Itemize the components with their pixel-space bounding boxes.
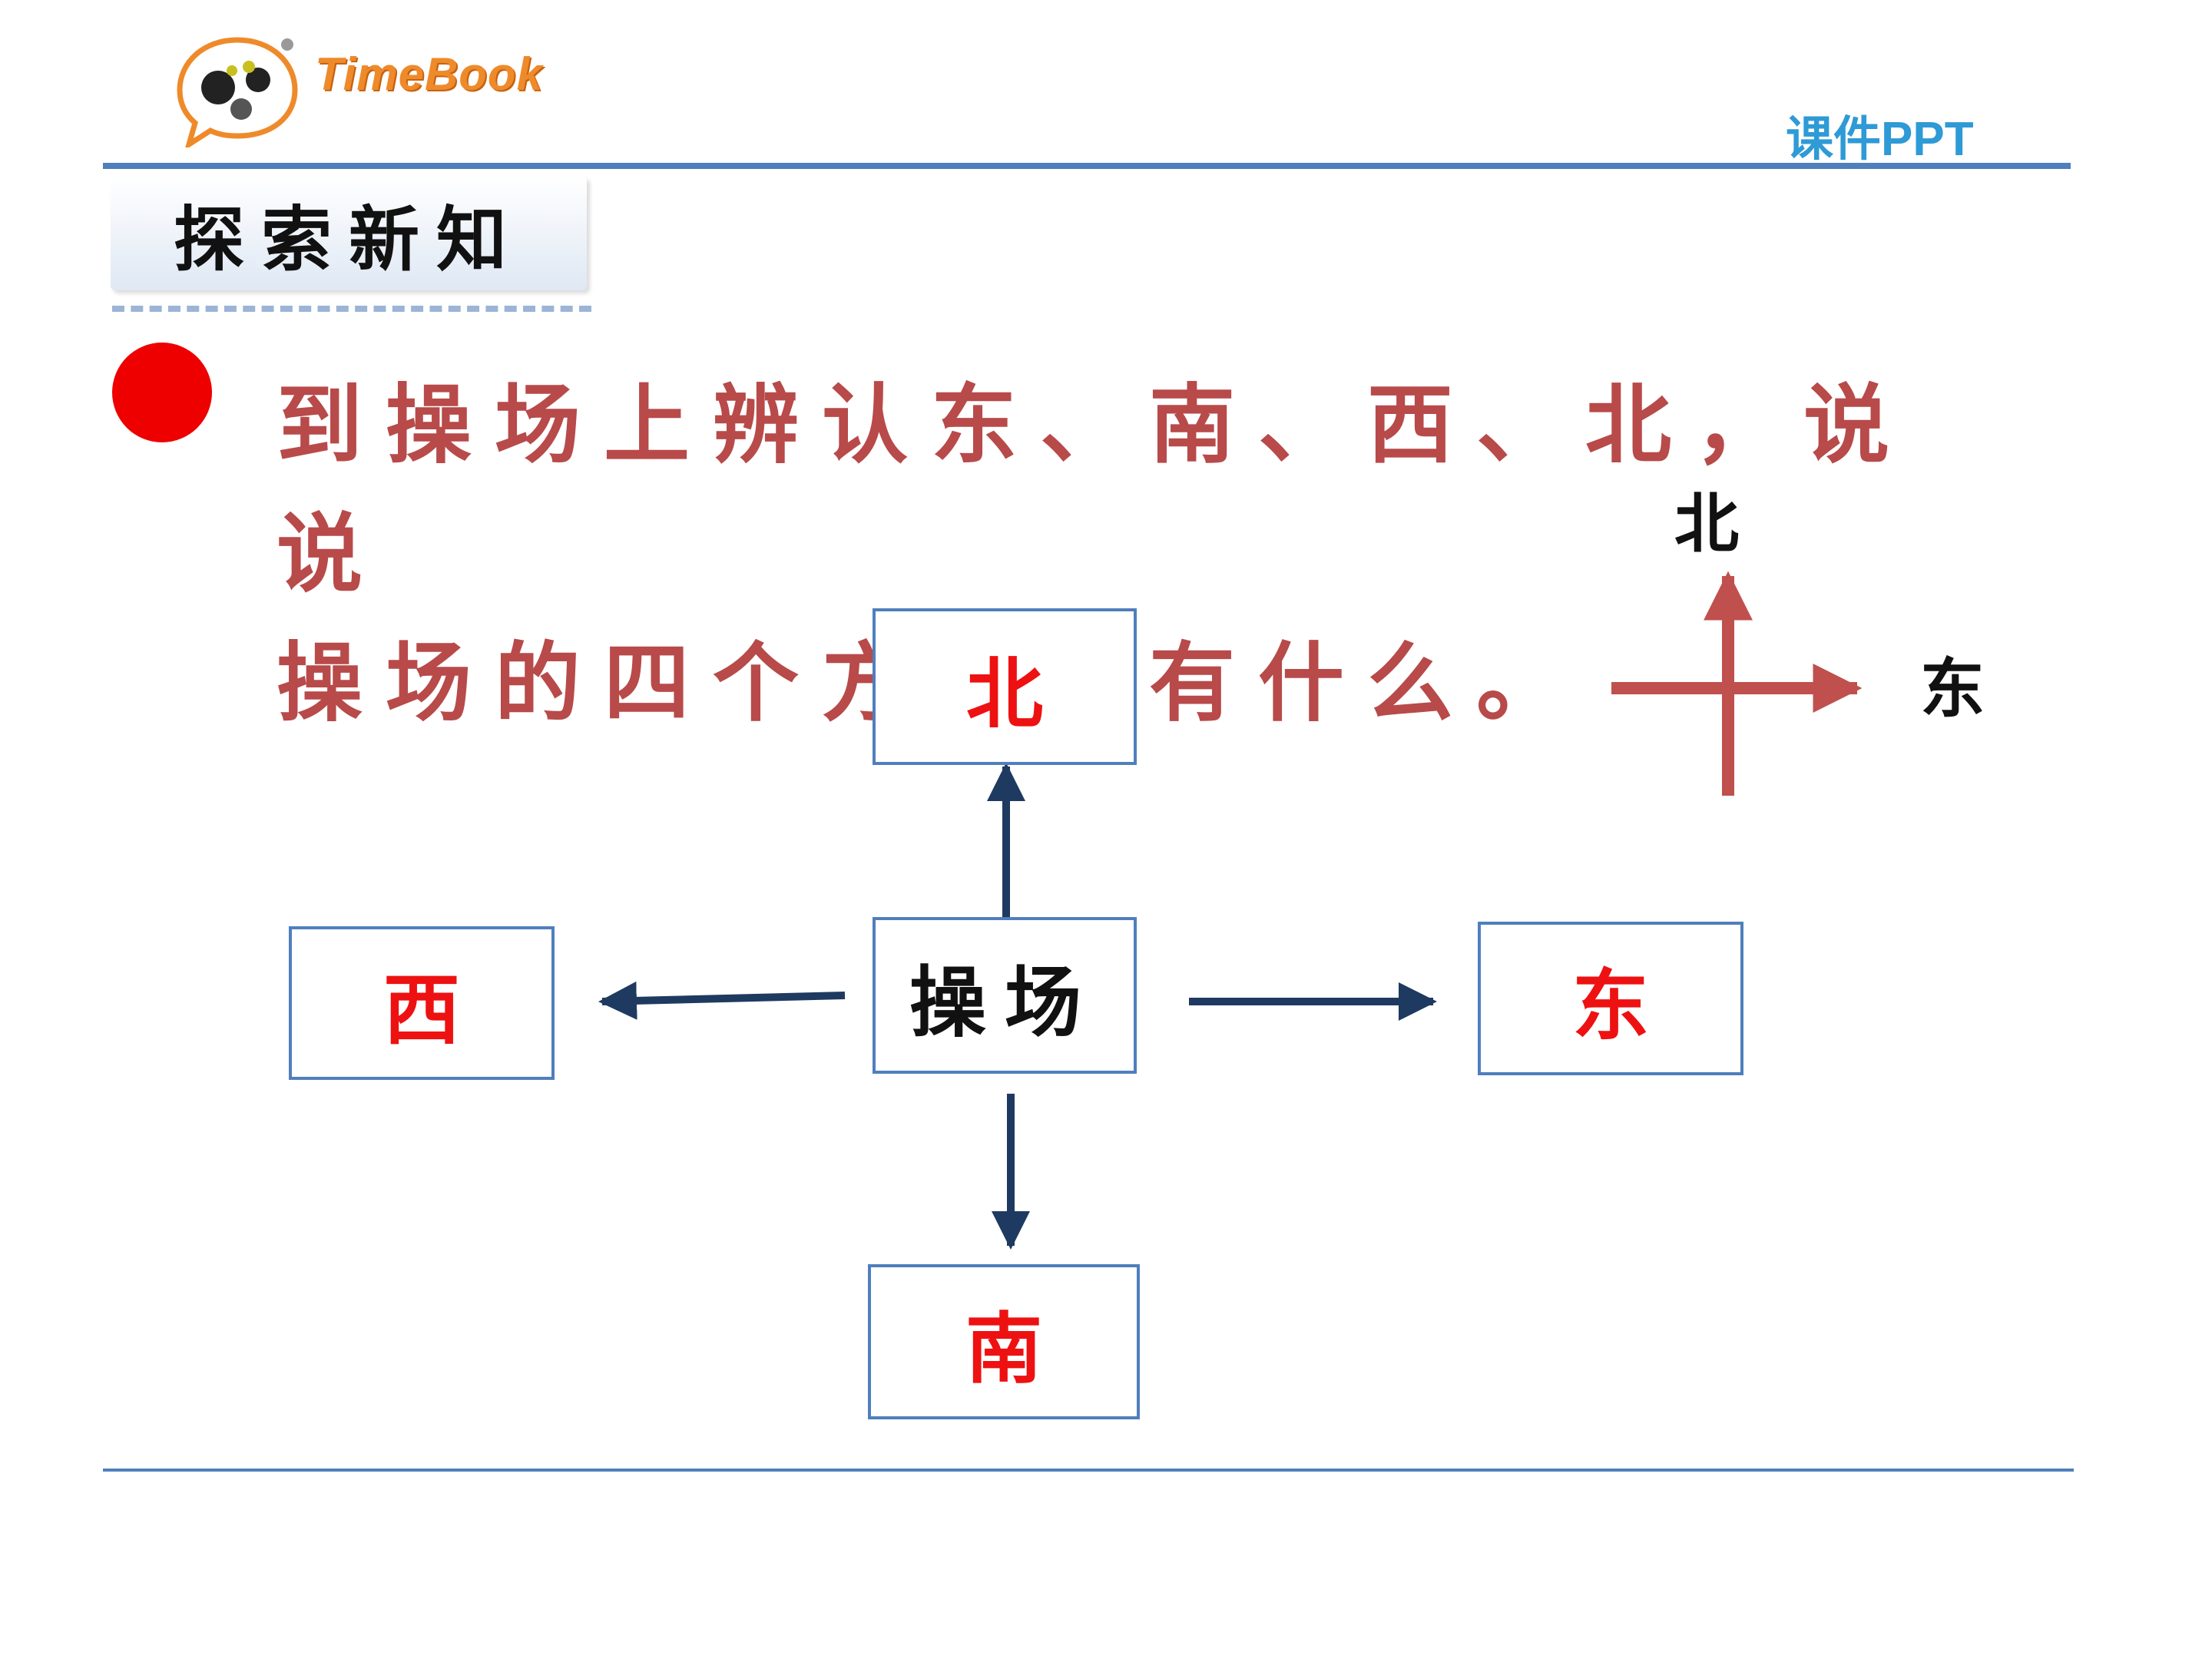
west-box: 西 <box>289 926 555 1080</box>
compass-north-label: 北 <box>1674 485 1740 561</box>
header-divider <box>103 163 2071 169</box>
timebook-logo-icon <box>177 37 298 147</box>
red-bullet-icon <box>112 343 212 442</box>
ppt-label: 课件PPT <box>1786 113 1974 166</box>
east-box: 东 <box>1478 922 1743 1075</box>
section-tab: 探索新知 <box>111 177 587 290</box>
question-prompt: 到操场上辨认东、南、西、北，说说 操场的四个方向各有什么。 <box>276 361 2012 748</box>
center-box-playground: 操场 <box>873 917 1137 1074</box>
north-box: 北 <box>873 608 1137 765</box>
south-box: 南 <box>868 1264 1140 1419</box>
prompt-line-1: 到操场上辨认东、南、西、北，说说 <box>276 375 1912 604</box>
section-dashed-divider <box>112 306 591 312</box>
footer-divider <box>103 1469 2074 1472</box>
arrow-to-west <box>598 981 846 1020</box>
section-title: 探索新知 <box>173 197 524 281</box>
compass-east-label: 东 <box>1920 651 1985 727</box>
brand-logo-text: TimeBook <box>315 48 543 100</box>
